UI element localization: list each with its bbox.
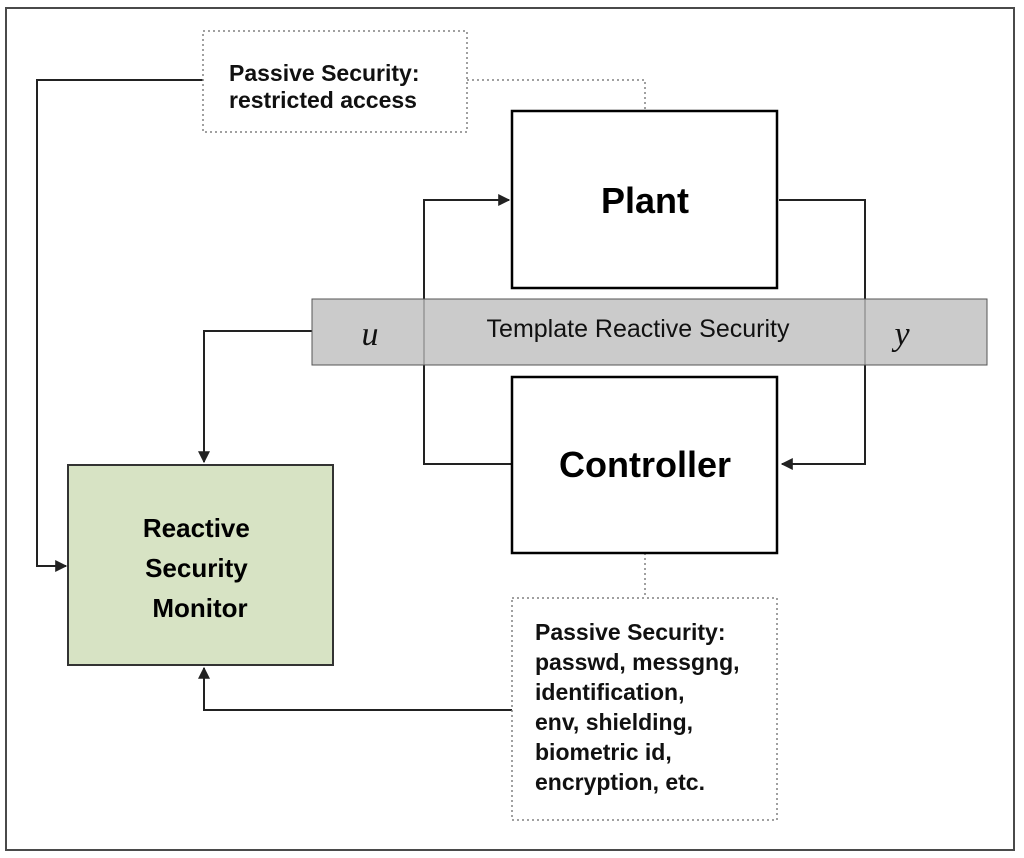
bottom-note-line-5: biometric id, [535, 739, 672, 765]
bottom-note-line-3: identification, [535, 679, 685, 705]
bottom-note-line-4: env, shielding, [535, 709, 693, 735]
controller-box [510, 375, 779, 555]
monitor-label-line-2: Security [145, 553, 248, 583]
top-note-line-2: restricted access [229, 87, 417, 113]
passive-security-note-bottom-text: Passive Security: passwd, messgng, ident… [535, 619, 746, 795]
monitor-label: Reactive Security Monitor [143, 513, 257, 623]
controller-label: Controller [559, 444, 731, 485]
top-note-line-1: Passive Security: [229, 60, 420, 86]
y-variable-label: y [891, 316, 910, 353]
bottom-note-line-1: Passive Security: [535, 619, 726, 645]
passive-security-note-top [202, 30, 468, 133]
bottom-note-line-6: encryption, etc. [535, 769, 705, 795]
u-variable-label: u [362, 316, 379, 353]
connector-top-note-to-monitor [36, 79, 203, 572]
passive-security-note-bottom [511, 597, 778, 821]
template-reactive-security-band [311, 298, 988, 366]
connector-bottom-note-to-monitor [198, 666, 512, 711]
bottom-note-line-2: passwd, messgng, [535, 649, 740, 675]
monitor-label-line-1: Reactive [143, 513, 250, 543]
connector-band-to-monitor [198, 330, 312, 464]
band-label: Template Reactive Security [487, 315, 790, 343]
passive-security-note-top-text: Passive Security: restricted access [229, 60, 426, 113]
monitor-label-line-3: Monitor [152, 593, 247, 623]
plant-label: Plant [601, 180, 689, 221]
plant-box [510, 109, 779, 290]
outer-frame [5, 7, 1015, 851]
reactive-security-monitor-box [67, 464, 334, 666]
